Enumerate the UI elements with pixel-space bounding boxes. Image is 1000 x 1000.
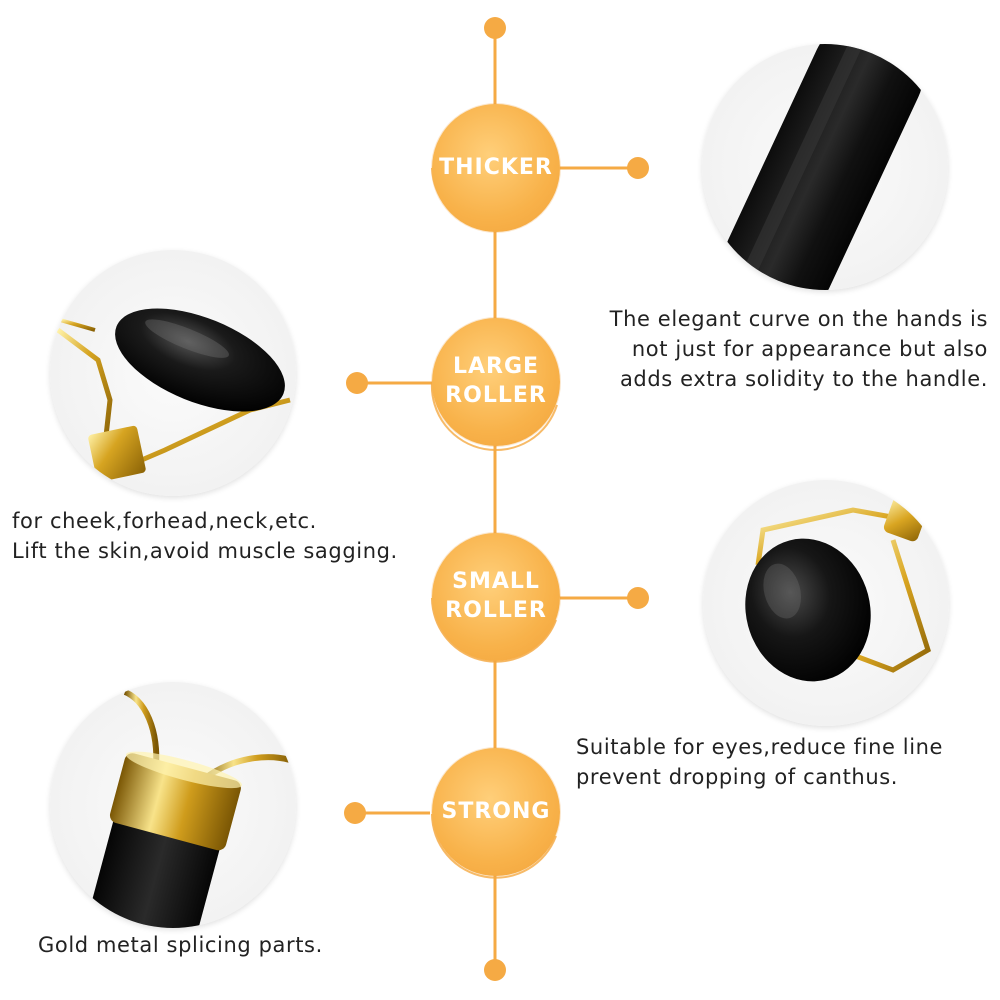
description-small-roller-line-2: prevent dropping of canthus. (576, 765, 899, 789)
badge-thicker: THICKER (432, 104, 560, 232)
description-strong: Gold metal splicing parts. (38, 930, 323, 960)
description-large-roller-line-2: Lift the skin,avoid muscle sagging. (12, 539, 398, 563)
strong-dot (344, 802, 366, 824)
badge-strong-line-1: STRONG (441, 798, 551, 824)
description-large-roller-line-1: for cheek,forhead,neck,etc. (12, 509, 317, 533)
badge-strong: STRONG (432, 748, 560, 876)
top-dot (484, 17, 506, 39)
badge-small-roller-line-1: SMALL (452, 569, 540, 595)
description-thicker: The elegant curve on the hands is not ju… (610, 304, 988, 394)
description-thicker-line-2: not just for appearance but also (631, 337, 988, 361)
description-strong-line-1: Gold metal splicing parts. (38, 933, 323, 957)
description-small-roller: Suitable for eyes,reduce fine line preve… (576, 732, 964, 792)
description-thicker-line-3: adds extra solidity to the handle. (619, 367, 988, 391)
badge-thicker-line-1: THICKER (439, 154, 553, 180)
badge-large-roller: LARGE ROLLER (432, 318, 560, 446)
description-small-roller-line-1: Suitable for eyes,reduce fine line (576, 735, 944, 759)
large-roller-dot (346, 372, 368, 394)
photo-thick-handle (702, 44, 948, 290)
badge-small-roller: SMALL ROLLER (432, 533, 560, 661)
photo-large-roller (50, 250, 296, 496)
small-roller-dot (627, 587, 649, 609)
description-thicker-line-1: The elegant curve on the hands is (609, 307, 988, 331)
bottom-dot (484, 959, 506, 981)
description-large-roller: for cheek,forhead,neck,etc. Lift the ski… (12, 506, 398, 566)
photo-small-roller (703, 480, 949, 726)
badge-large-roller-line-1: LARGE (452, 354, 540, 380)
photo-metal-splicing (50, 682, 296, 928)
badge-small-roller-line-2: ROLLER (445, 598, 547, 623)
badge-large-roller-line-2: ROLLER (445, 383, 547, 408)
thicker-dot (627, 157, 649, 179)
